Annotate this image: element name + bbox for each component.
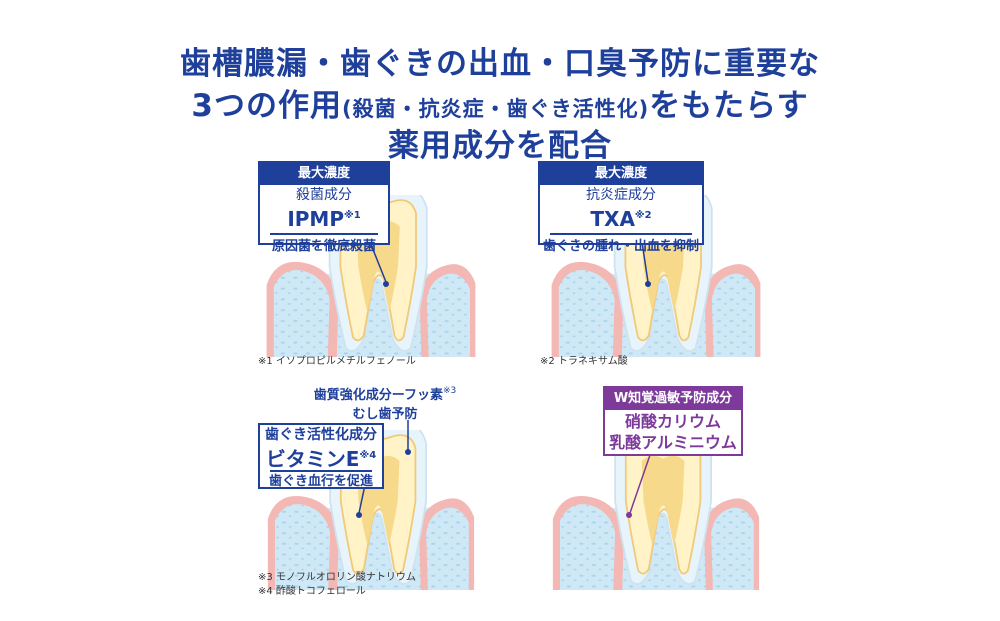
sensitivity-card: W知覚過敏予防成分 硝酸カリウム 乳酸アルミニウム	[603, 386, 743, 456]
ingredient-card-ipmp: 最大濃度 殺菌成分 IPMP※1 原因菌を徹底殺菌	[258, 161, 390, 254]
headline-line3: 薬用成分を配合	[388, 128, 612, 164]
divider	[270, 233, 378, 235]
footnote-4: ※4 酢酸トコフェロール	[258, 586, 366, 597]
ingredient-name: IPMP※1	[287, 207, 361, 231]
max-concentration-label: 最大濃度	[540, 163, 702, 185]
max-concentration-label: 最大濃度	[260, 163, 388, 185]
footnote-2: ※2 トラネキサム酸	[540, 356, 628, 367]
leader-line-3	[405, 420, 411, 455]
headline-line2: 3つの作用(殺菌・抗炎症・歯ぐき活性化)をもたらす	[191, 88, 809, 124]
leader-line-5	[626, 455, 651, 518]
ingredient-card-vitamin-e: 歯ぐき活性化成分 ビタミンE※4 歯ぐき血行を促進	[258, 423, 384, 489]
ingredient-name: ビタミンE※4	[265, 447, 377, 471]
divider	[550, 233, 692, 235]
headline-line1: 歯槽膿漏・歯ぐきの出血・口臭予防に重要な	[180, 46, 820, 82]
fluoride-caption: 歯質強化成分ーフッ素※3 むし歯予防	[313, 386, 457, 422]
leader-line-2	[641, 242, 651, 287]
footnote-1: ※1 イソプロピルメチルフェノール	[258, 356, 416, 367]
footnote-3: ※3 モノフルオロリン酸ナトリウム	[258, 572, 416, 583]
ingredient-card-txa: 最大濃度 抗炎症成分 TXA※2 歯ぐきの腫れ・出血を抑制	[538, 161, 704, 254]
divider	[270, 470, 372, 472]
ingredient-name: TXA※2	[590, 207, 652, 231]
leader-line-1	[369, 242, 389, 287]
leader-line-4	[356, 485, 366, 518]
